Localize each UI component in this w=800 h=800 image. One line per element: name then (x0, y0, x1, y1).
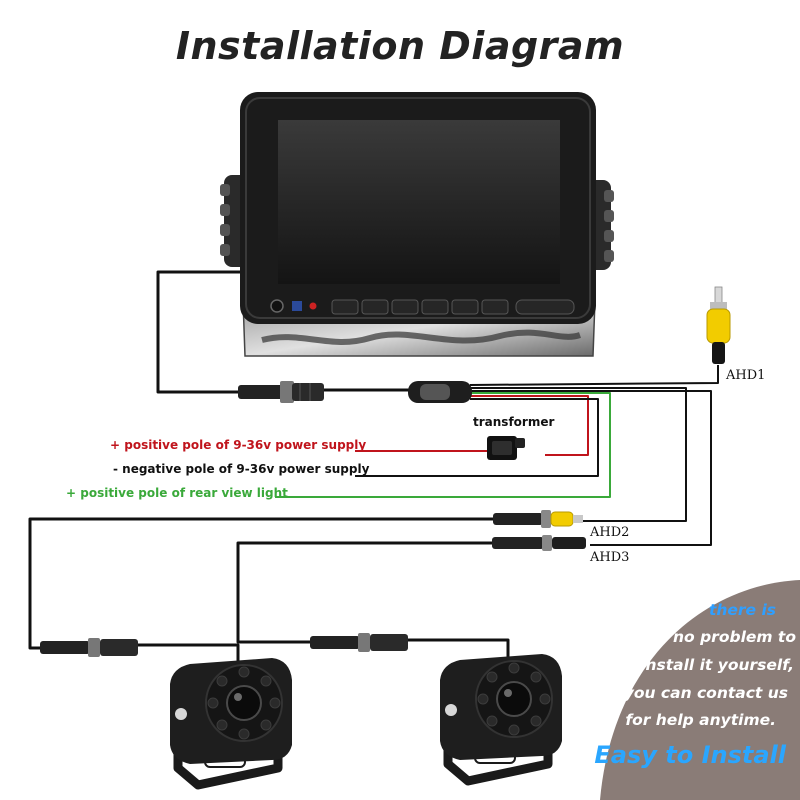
ahd2-cable (28, 517, 493, 650)
power-positive-label: + positive pole of 9-36v power supply (110, 438, 367, 452)
ahd2-bus (470, 387, 687, 522)
ahd1-label: AHD1 (726, 368, 766, 383)
promo-line-4: you can contact us (623, 684, 788, 702)
rear-light-label: + positive pole of rear view light (66, 486, 288, 500)
ahd2-label: AHD2 (590, 525, 630, 540)
right-camera-lead (408, 638, 510, 660)
ahd1-cable (469, 365, 719, 386)
power-negative-label: - negative pole of 9-36v power supply (113, 462, 370, 476)
promo-line-3: install it yourself, (640, 656, 794, 674)
green-light-wire (275, 392, 611, 498)
promo-background (600, 580, 800, 800)
ahd3-label: AHD3 (590, 550, 630, 565)
rear-camera-right (440, 654, 562, 786)
left-camera-lead (138, 643, 240, 665)
aviation-connector-monitor (238, 381, 324, 403)
rca-plug-ahd1 (706, 286, 731, 364)
transformer-box (487, 436, 525, 460)
aviation-connector-left-camera (40, 638, 138, 657)
camera-lens-left (226, 685, 262, 721)
usb-port (292, 301, 302, 311)
monitor-screen (278, 120, 560, 284)
easy-to-install-slogan: Easy to Install (594, 741, 786, 769)
camera-lens-right (496, 681, 532, 717)
monitor-buttons (331, 299, 575, 315)
promo-line-1: there is (708, 601, 776, 619)
splitter-hub (408, 381, 472, 403)
ahd2-connector (493, 510, 583, 528)
monitor-cable (156, 270, 245, 394)
ahd3-cable (236, 541, 492, 644)
rear-camera-left (170, 658, 292, 790)
promo-line-5: for help anytime. (625, 711, 776, 729)
page-title: Installation Diagram (175, 24, 625, 68)
ahd3-bus (470, 390, 712, 546)
aviation-connector-right-camera (310, 633, 408, 652)
promo-line-2: no problem to (673, 628, 796, 646)
wiring (28, 270, 719, 665)
power-button (270, 299, 284, 313)
monitor (220, 92, 614, 357)
transformer-label: transformer (473, 415, 555, 429)
red-power-wire (470, 395, 589, 456)
black-ground-wire (355, 398, 599, 477)
ahd3-connector (492, 535, 586, 551)
